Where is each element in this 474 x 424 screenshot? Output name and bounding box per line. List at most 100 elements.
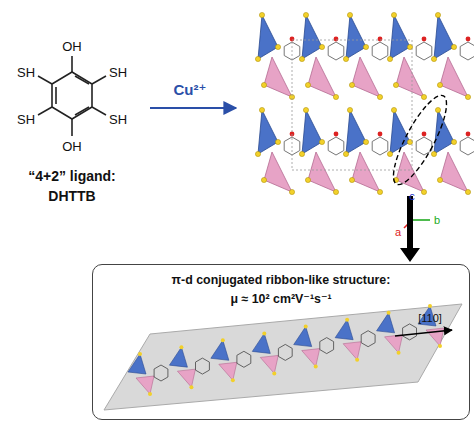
direction-arrow	[395, 330, 452, 336]
sulfur-atom	[465, 189, 470, 194]
cu-tetrahedron	[264, 57, 292, 97]
sulfur-atom	[437, 177, 442, 182]
sulfur-atom	[363, 139, 368, 144]
sulfur-atom	[304, 325, 308, 329]
oxygen-atom	[466, 37, 471, 42]
plane	[104, 304, 462, 410]
box-text: μ ≈ 10² cm²V⁻¹s⁻¹	[93, 291, 469, 306]
box-text: π-d conjugated ribbon-like structure:	[93, 273, 469, 287]
sulfur-atom	[179, 345, 183, 349]
oxygen-atom	[466, 132, 471, 137]
ring	[460, 137, 474, 155]
cu-tetrahedron	[434, 15, 454, 59]
cu-tetrahedron	[440, 152, 468, 192]
sulfur-atom	[349, 177, 354, 182]
sulfur-atom	[319, 139, 324, 144]
oxygen-atom	[334, 132, 339, 137]
sulfur-atom	[387, 151, 392, 156]
ring	[328, 137, 344, 155]
cu-tetrahedron	[302, 110, 322, 154]
label: OH	[62, 139, 82, 154]
cu-tetrahedron	[302, 15, 322, 59]
sulfur-atom	[303, 12, 308, 17]
cu-tetrahedron	[258, 110, 278, 154]
sulfur-atom	[343, 151, 348, 156]
sulfur-atom	[363, 44, 368, 49]
cu-tetrahedron	[377, 313, 395, 333]
sulfur-atom	[451, 139, 456, 144]
sulfur-atom	[305, 82, 310, 87]
ring	[372, 42, 388, 60]
sulfur-atom	[221, 338, 225, 342]
cu-tetrahedron	[177, 369, 195, 387]
ribbon	[128, 304, 444, 396]
cu-tetrahedron	[343, 342, 361, 360]
reaction-arrow	[150, 107, 236, 109]
cu-tetrahedron	[346, 15, 366, 59]
sulfur-atom	[259, 12, 264, 17]
sulfur-atom	[421, 94, 426, 99]
sulfur-atom	[275, 44, 280, 49]
sulfur-atom	[438, 344, 442, 348]
label: SH	[109, 65, 127, 80]
oxygen-atom	[290, 37, 295, 42]
sulfur-atom	[333, 189, 338, 194]
sulfur-atom	[189, 385, 193, 389]
down-arrow	[400, 196, 420, 262]
sulfur-atom	[397, 351, 401, 355]
sulfur-atom	[289, 189, 294, 194]
cu-tetrahedron	[308, 57, 336, 97]
sulfur-atom	[299, 56, 304, 61]
oxygen-atom	[378, 37, 383, 42]
sulfur-atom	[299, 151, 304, 156]
sulfur-atom	[272, 371, 276, 375]
sulfur-atom	[261, 82, 266, 87]
sulfur-atom	[391, 12, 396, 17]
sulfur-atom	[435, 12, 440, 17]
text-box: π-d conjugated ribbon-like structure: μ ≈…	[92, 264, 470, 420]
ring	[460, 42, 474, 60]
label: Cu²⁺	[174, 81, 207, 99]
cu-tetrahedron	[335, 320, 353, 340]
unit-cell	[292, 40, 412, 170]
cu-tetrahedron	[169, 347, 187, 367]
sulfur-atom	[275, 139, 280, 144]
cu-tetrahedron	[211, 340, 229, 360]
sulfur-atom	[259, 107, 264, 112]
sulfur-atom	[231, 378, 235, 382]
sulfur-atom	[305, 177, 310, 182]
ring	[361, 331, 375, 347]
cu-tetrahedron	[385, 335, 403, 353]
oxygen-atom	[334, 37, 339, 42]
cu-tetrahedron	[352, 57, 380, 97]
sulfur-atom	[347, 12, 352, 17]
cu-tetrahedron	[264, 152, 292, 192]
sulfur-atom	[345, 318, 349, 322]
sulfur-atom	[465, 94, 470, 99]
sulfur-atom	[355, 358, 359, 362]
label: b	[434, 214, 440, 226]
ring	[416, 42, 432, 60]
sulfur-atom	[431, 56, 436, 61]
cu-tetrahedron	[219, 362, 237, 380]
sulfur-atom	[138, 352, 142, 356]
sulfur-atom	[319, 44, 324, 49]
ring	[416, 137, 432, 155]
sulfur-atom	[255, 151, 260, 156]
cu-tetrahedron	[258, 15, 278, 59]
benzene-ring	[38, 56, 106, 136]
label: c	[409, 190, 415, 202]
sulfur-atom	[387, 311, 391, 315]
label: SH	[109, 112, 127, 127]
sulfur-atom	[391, 107, 396, 112]
cu-tetrahedron	[390, 15, 410, 59]
sulfur-atom	[349, 82, 354, 87]
cu-tetrahedron	[346, 110, 366, 154]
cu-tetrahedron	[440, 57, 468, 97]
cu-tetrahedron	[396, 57, 424, 97]
sulfur-atom	[377, 189, 382, 194]
label: SH	[17, 112, 35, 127]
ring	[196, 358, 210, 374]
sulfur-atom	[451, 44, 456, 49]
oxygen-atom	[422, 132, 427, 137]
